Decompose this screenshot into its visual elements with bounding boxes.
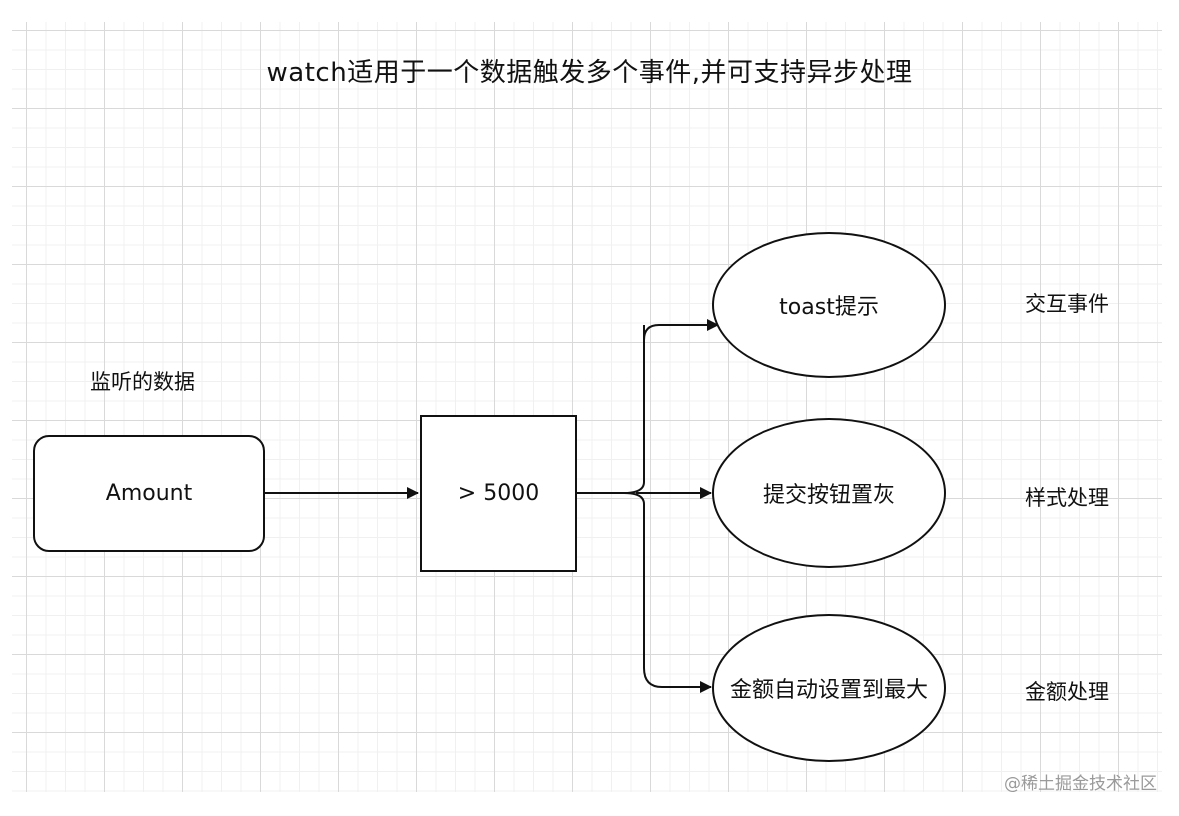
outcome-node-toast: toast提示 bbox=[712, 232, 946, 378]
condition-node: > 5000 bbox=[420, 415, 577, 572]
grid-canvas bbox=[12, 22, 1162, 792]
category-style: 样式处理 bbox=[1025, 486, 1109, 510]
watermark: @稀土掘金技术社区 bbox=[1004, 774, 1157, 794]
category-amount: 金额处理 bbox=[1025, 680, 1109, 704]
diagram-title: watch适用于一个数据触发多个事件,并可支持异步处理 bbox=[266, 58, 913, 88]
condition-node-label: > 5000 bbox=[457, 481, 540, 506]
outcome-node-max-amount: 金额自动设置到最大 bbox=[712, 614, 946, 762]
amount-node-label: Amount bbox=[105, 481, 193, 506]
arrow-to-max-amount bbox=[643, 667, 712, 693]
outcome-node-gray-button: 提交按钮置灰 bbox=[712, 418, 946, 568]
amount-node: Amount bbox=[33, 435, 265, 552]
category-interaction: 交互事件 bbox=[1025, 292, 1109, 316]
outcome-label-gray-button: 提交按钮置灰 bbox=[762, 483, 895, 508]
brace-connector bbox=[623, 325, 645, 668]
outcome-label-max-amount: 金额自动设置到最大 bbox=[729, 678, 928, 703]
outcome-label-toast: toast提示 bbox=[779, 295, 879, 320]
source-caption: 监听的数据 bbox=[90, 370, 195, 394]
arrow-to-toast bbox=[643, 319, 719, 341]
